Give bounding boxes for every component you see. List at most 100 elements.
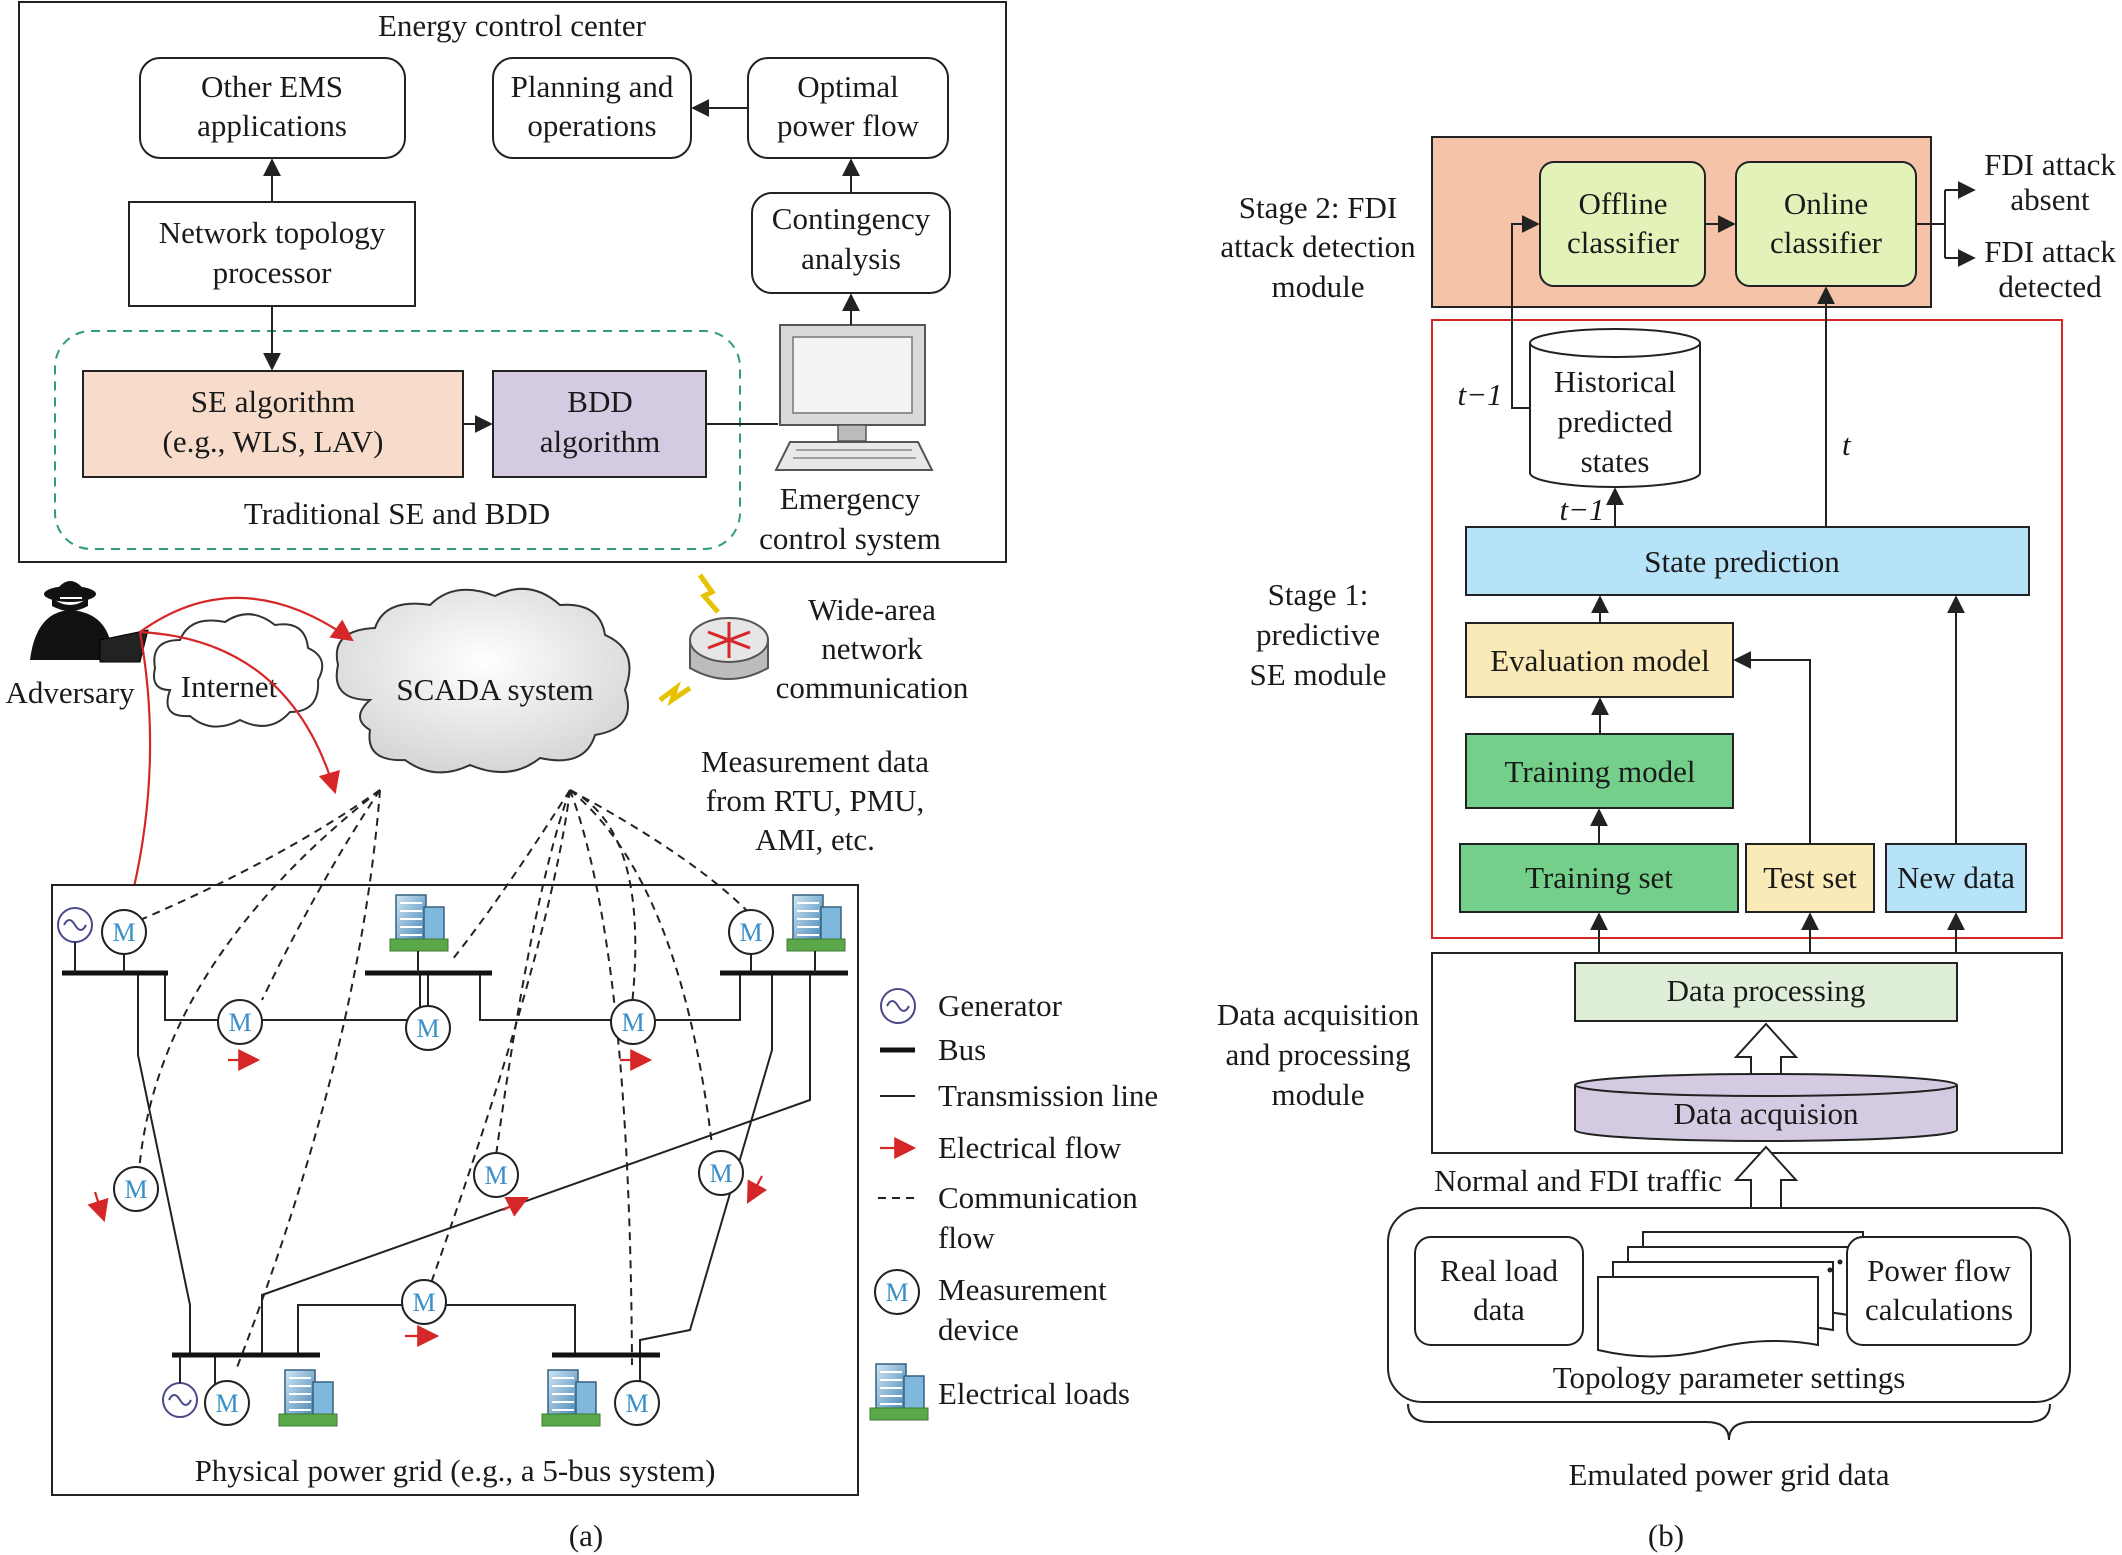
online-classifier-label-2: classifier: [1770, 225, 1883, 260]
topology-label-2: processor: [213, 255, 332, 290]
traffic-label: Normal and FDI traffic: [1434, 1163, 1722, 1198]
svg-text:M: M: [484, 1161, 507, 1190]
panel-b-label: (b): [1648, 1518, 1684, 1553]
wan-label-2: network: [821, 631, 923, 666]
brace-icon: [1407, 1403, 2051, 1441]
offline-classifier-label-2: classifier: [1567, 225, 1680, 260]
internet-cloud: [153, 613, 324, 728]
stage1-label-2: predictive: [1256, 617, 1380, 652]
electrical-flow-arrows: [87, 1049, 768, 1347]
block-arrow-up-2: [1733, 1145, 1799, 1209]
historical-label: Historical: [1554, 364, 1676, 399]
pf-calc-label: Power flow: [1867, 1253, 2011, 1288]
adversary-icon: [30, 581, 149, 663]
topology-settings-label: Topology parameter settings: [1553, 1360, 1906, 1395]
svg-text:M: M: [739, 918, 762, 947]
emergency-label-2: control system: [759, 521, 941, 556]
stage1-label: Stage 1:: [1268, 577, 1369, 612]
panel-a: Energy control center Other EMS applicat…: [5, 1, 1158, 1553]
evaluation-model-label: Evaluation model: [1490, 643, 1710, 678]
emulated-label: Emulated power grid data: [1568, 1457, 1889, 1492]
meter-icon-2: M: [217, 999, 263, 1045]
contingency-label-2: analysis: [801, 241, 901, 276]
meter-icon-9: M: [401, 1279, 447, 1325]
legend-cflow: Communication: [938, 1180, 1138, 1215]
adversary-label: Adversary: [5, 675, 135, 710]
training-set-box: [1459, 843, 1739, 913]
legend-cflow-2: flow: [938, 1220, 995, 1255]
bdd-algorithm-box: [492, 370, 707, 478]
out-detected-label: FDI attack: [1984, 234, 2116, 269]
wan-label: Wide-area: [808, 592, 936, 627]
planning-label-2: operations: [527, 108, 656, 143]
stage2-label-3: module: [1272, 269, 1365, 304]
measurement-data-label-3: AMI, etc.: [755, 822, 875, 857]
other-ems-label: Other EMS: [201, 69, 343, 104]
arrow-historical-to-offline: [1511, 215, 1540, 409]
legend-line: Transmission line: [938, 1078, 1158, 1113]
svg-text:M: M: [228, 1008, 251, 1037]
daq-label-3: module: [1272, 1077, 1365, 1112]
legend-loads: Electrical loads: [938, 1376, 1130, 1411]
se-algorithm-label-2: (e.g., WLS, LAV): [163, 424, 384, 459]
panel-b: Stage 2: FDI attack detection module Off…: [1217, 136, 2116, 1553]
meter-icon-3: M: [405, 1005, 451, 1051]
out-absent-label: FDI attack: [1984, 147, 2116, 182]
pf-calc-box: [1846, 1236, 2032, 1346]
traditional-frame: [54, 330, 741, 550]
traditional-label: Traditional SE and BDD: [244, 496, 550, 531]
svg-text:M: M: [124, 1175, 147, 1204]
svg-text:M: M: [412, 1288, 435, 1317]
attack-arrow-scada: [139, 596, 354, 642]
test-set-label: Test set: [1763, 860, 1857, 895]
scada-label: SCADA system: [396, 672, 593, 707]
stage2-label: Stage 2: FDI: [1239, 190, 1397, 225]
data-acquision-label: Data acquision: [1673, 1096, 1859, 1131]
document-stack-icon: [1597, 1231, 1864, 1358]
training-model-label: Training model: [1505, 754, 1696, 789]
test-set-box: [1745, 843, 1875, 913]
emergency-label: Emergency: [780, 481, 921, 516]
meter-icon-4: M: [610, 999, 656, 1045]
svg-text:M: M: [625, 1389, 648, 1418]
wan-label-3: communication: [776, 670, 969, 705]
se-algorithm-label: SE algorithm: [191, 384, 355, 419]
out-absent-label-2: absent: [2010, 182, 2090, 217]
legend-device-2: device: [938, 1312, 1019, 1347]
meter-icon-6: M: [113, 1166, 159, 1212]
lightning-icon-2: [658, 681, 692, 707]
planning-label: Planning and: [511, 69, 674, 104]
out-detected-label-2: detected: [1998, 269, 2102, 304]
legend-device: Measurement: [938, 1272, 1107, 1307]
online-classifier-box: [1735, 161, 1917, 287]
real-load-label-2: data: [1473, 1292, 1525, 1327]
se-algorithm-box: [82, 370, 464, 478]
stage2-label-2: attack detection: [1220, 229, 1416, 264]
meter-icon-7: M: [473, 1152, 519, 1198]
svg-text:M: M: [416, 1014, 439, 1043]
state-prediction-label: State prediction: [1644, 544, 1840, 579]
planning-box: [492, 57, 692, 159]
router-icon: [689, 617, 769, 680]
contingency-label: Contingency: [772, 201, 931, 236]
attack-arrow-grid: [139, 630, 340, 795]
svg-text:M: M: [112, 918, 135, 947]
generator-icon-2: [162, 1355, 198, 1418]
pf-calc-label-2: calculations: [1865, 1292, 2013, 1327]
meter-icon-8: M: [698, 1150, 744, 1196]
topology-label: Network topology: [159, 215, 386, 250]
panel-a-label: (a): [569, 1518, 603, 1553]
daq-label: Data acquisition: [1217, 997, 1420, 1032]
stage1-label-3: SE module: [1250, 657, 1387, 692]
state-prediction-box: [1465, 526, 2030, 596]
t-minus-1-label-2: t−1: [1559, 492, 1604, 527]
daq-label-2: and processing: [1225, 1037, 1410, 1072]
lightning-icon: [697, 573, 720, 614]
other-ems-box: [139, 57, 406, 159]
grid-caption: Physical power grid (e.g., a 5-bus syste…: [195, 1453, 716, 1488]
online-classifier-label: Online: [1784, 186, 1868, 221]
measurement-data-label: Measurement data: [701, 744, 929, 779]
generator-icon: [57, 907, 93, 973]
t-minus-1-label: t−1: [1457, 377, 1502, 412]
evaluation-model-box: [1465, 622, 1734, 698]
